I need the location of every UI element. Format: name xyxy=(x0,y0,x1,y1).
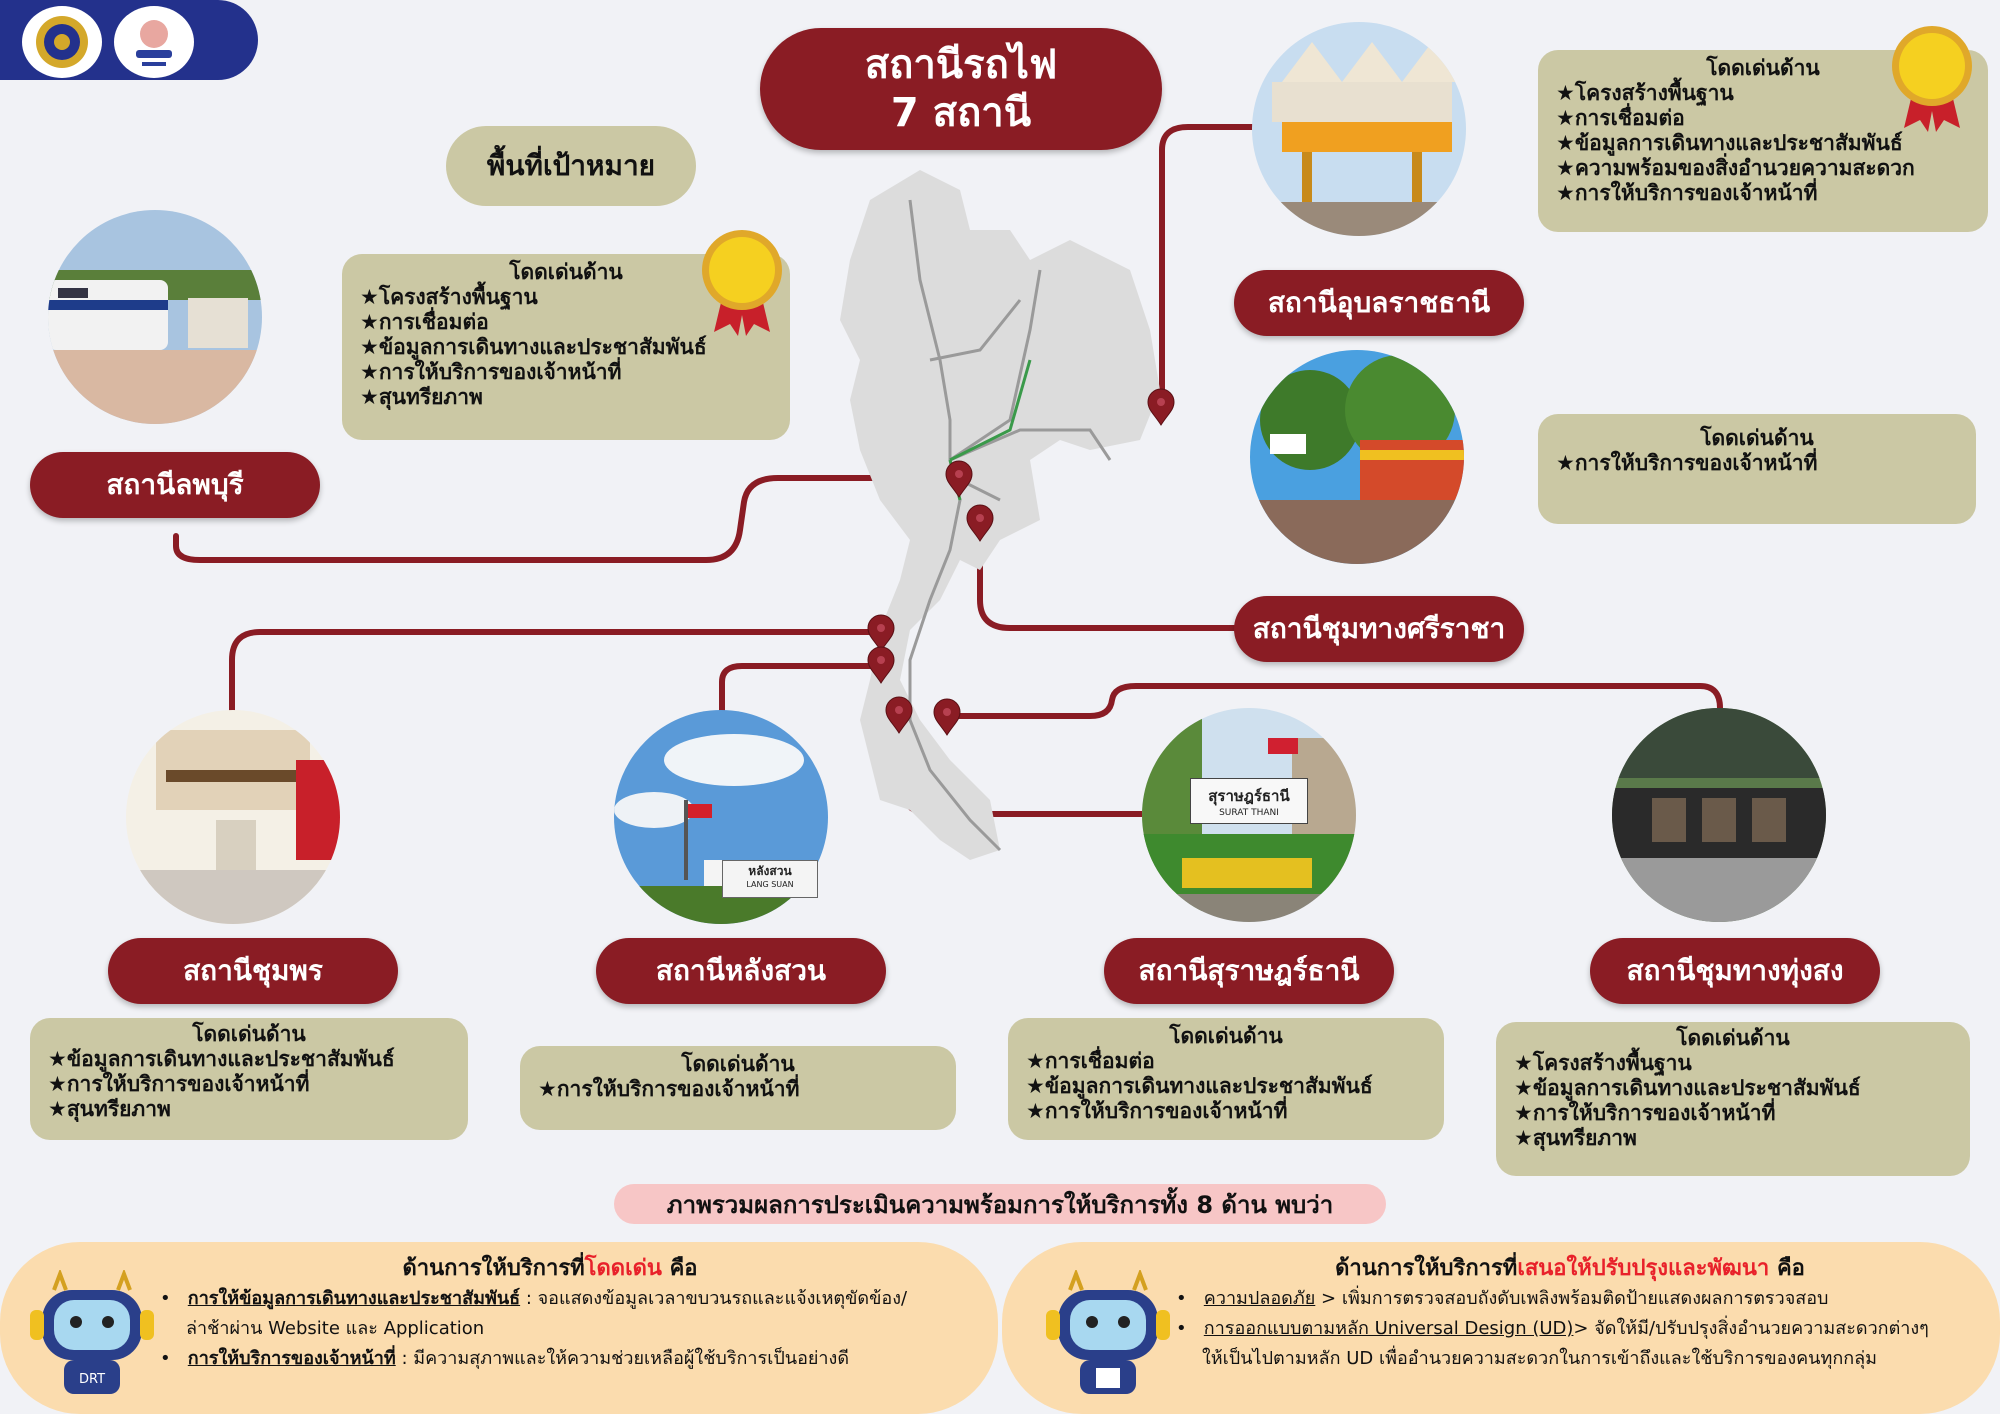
station-label-chumphon: สถานีชุมพร xyxy=(108,938,398,1004)
lopburi-station-photo xyxy=(48,210,262,424)
strengths-title: ด้านการให้บริการที่โดดเด่น คือ xyxy=(200,1250,900,1285)
highlight-heading: โดดเด่นด้าน xyxy=(1169,1024,1283,1048)
map-pin-lopburi xyxy=(945,460,973,498)
page-title: สถานีรถไฟ 7 สถานี xyxy=(760,28,1162,150)
highlight-item: ★การเชื่อมต่อ xyxy=(1026,1049,1155,1073)
highlight-item: ★ข้อมูลการเดินทางและประชาสัมพันธ์ xyxy=(48,1047,395,1071)
sriracha-station-photo xyxy=(1250,350,1464,564)
station-label-surat: สถานีสุราษฎร์ธานี xyxy=(1104,938,1394,1004)
list-item: ล่าช้าผ่าน Website และ Application xyxy=(160,1314,980,1344)
improvements-title-post: คือ xyxy=(1769,1256,1805,1281)
improvement-2-text: > จัดให้มี/ปรับปรุงสิ่งอำนวยความสะดวกต่า… xyxy=(1573,1318,1929,1339)
improvements-title-pre: ด้านการให้บริการที่ xyxy=(1335,1256,1518,1281)
agency-logo xyxy=(22,6,102,78)
strength-1-text: : จอแสดงข้อมูลเวลาขบวนรถและแจ้งเหตุขัดข้… xyxy=(520,1288,908,1309)
list-item: ให้เป็นไปตามหลัก UD เพื่ออำนวยความสะดวกใ… xyxy=(1176,1344,1996,1374)
highlight-item: ★ข้อมูลการเดินทางและประชาสัมพันธ์ xyxy=(1514,1076,1861,1100)
highlight-item: ★การให้บริการของเจ้าหน้าที่ xyxy=(1556,451,1818,475)
map-pin-surat xyxy=(885,696,913,734)
highlight-item: ★การเชื่อมต่อ xyxy=(360,310,489,334)
list-item: • การให้ข้อมูลการเดินทางและประชาสัมพันธ์… xyxy=(160,1288,908,1309)
strengths-list: • การให้ข้อมูลการเดินทางและประชาสัมพันธ์… xyxy=(160,1284,980,1374)
highlight-item: ★ความพร้อมของสิ่งอำนวยความสะดวก xyxy=(1556,156,1915,180)
station-label-lopburi: สถานีลพบุรี xyxy=(30,452,320,518)
thailand-map xyxy=(840,170,1160,860)
strength-1-topic: การให้ข้อมูลการเดินทางและประชาสัมพันธ์ xyxy=(187,1288,521,1309)
page-title-line1: สถานีรถไฟ xyxy=(864,42,1058,88)
improvement-2-topic: การออกแบบตามหลัก Universal Design (UD) xyxy=(1203,1318,1574,1339)
highlight-item: ★โครงสร้างพื้นฐาน xyxy=(1556,81,1734,105)
mascot-badge-text: DRT xyxy=(79,1372,105,1387)
improvement-2-text2: ให้เป็นไปตามหลัก UD เพื่ออำนวยความสะดวกใ… xyxy=(1202,1348,1878,1369)
map-pin-chumphon xyxy=(867,614,895,652)
highlight-heading: โดดเด่นด้าน xyxy=(1700,426,1814,450)
station-label-sriracha: สถานีชุมทางศรีราชา xyxy=(1234,596,1524,662)
highlight-item: ★การให้บริการของเจ้าหน้าที่ xyxy=(1514,1101,1776,1125)
highlight-item: ★สุนทรียภาพ xyxy=(1514,1126,1637,1150)
improvements-list: • ความปลอดภัย > เพิ่มการตรวจสอบถังดับเพล… xyxy=(1176,1284,1996,1374)
strengths-title-pre: ด้านการให้บริการที่ xyxy=(402,1256,585,1281)
surat-sign: สุราษฎร์ธานี SURAT THANI xyxy=(1190,778,1308,824)
lang-suan-sign-th: หลังสวน xyxy=(748,864,792,878)
anniversary-logo xyxy=(114,6,194,78)
highlight-item: ★โครงสร้างพื้นฐาน xyxy=(360,285,538,309)
strengths-title-post: คือ xyxy=(661,1256,698,1281)
mascot-icon: DRT xyxy=(30,1270,154,1394)
chumphon-highlight-box: โดดเด่นด้าน ★ข้อมูลการเดินทางและประชาสัม… xyxy=(30,1018,468,1140)
improvements-title-highlight: เสนอให้ปรับปรุงและพัฒนา xyxy=(1517,1256,1770,1281)
map-pin-lang-suan xyxy=(867,646,895,684)
surat-sign-en: SURAT THANI xyxy=(1219,808,1279,818)
thung-song-station-photo xyxy=(1612,708,1826,922)
highlight-item: ★การเชื่อมต่อ xyxy=(1556,106,1685,130)
list-item: • ความปลอดภัย > เพิ่มการตรวจสอบถังดับเพล… xyxy=(1176,1288,1829,1309)
award-medal-icon xyxy=(1892,26,1972,132)
highlight-heading: โดดเด่นด้าน xyxy=(1676,1026,1790,1050)
highlight-heading: โดดเด่นด้าน xyxy=(192,1022,306,1046)
surat-sign-th: สุราษฎร์ธานี xyxy=(1208,787,1290,805)
highlight-item: ★โครงสร้างพื้นฐาน xyxy=(1514,1051,1692,1075)
thung-song-highlight-box: โดดเด่นด้าน ★โครงสร้างพื้นฐาน ★ข้อมูลการ… xyxy=(1496,1022,1970,1176)
map-pin-ubon xyxy=(1147,388,1175,426)
list-item: • การให้บริการของเจ้าหน้าที่ : มีความสุภ… xyxy=(160,1348,850,1369)
surat-highlight-box: โดดเด่นด้าน ★การเชื่อมต่อ ★ข้อมูลการเดิน… xyxy=(1008,1018,1444,1140)
highlight-item: ★การให้บริการของเจ้าหน้าที่ xyxy=(538,1077,800,1101)
ubon-station-photo xyxy=(1252,22,1466,236)
highlight-item: ★การให้บริการของเจ้าหน้าที่ xyxy=(1556,181,1818,205)
page-title-line2: 7 สถานี xyxy=(890,90,1032,136)
highlight-item: ★ข้อมูลการเดินทางและประชาสัมพันธ์ xyxy=(1556,131,1903,155)
highlight-heading: โดดเด่นด้าน xyxy=(681,1052,795,1076)
highlight-item: ★สุนทรียภาพ xyxy=(360,385,483,409)
map-pin-sriracha xyxy=(966,504,994,542)
lang-suan-highlight-box: โดดเด่นด้าน ★การให้บริการของเจ้าหน้าที่ xyxy=(520,1046,956,1130)
award-medal-icon xyxy=(702,230,782,336)
sriracha-highlight-box: โดดเด่นด้าน ★การให้บริการของเจ้าหน้าที่ xyxy=(1538,414,1976,524)
highlight-item: ★การให้บริการของเจ้าหน้าที่ xyxy=(48,1072,310,1096)
highlight-item: ★การให้บริการของเจ้าหน้าที่ xyxy=(360,360,622,384)
highlight-item: ★ข้อมูลการเดินทางและประชาสัมพันธ์ xyxy=(1026,1074,1373,1098)
improvement-1-text: > เพิ่มการตรวจสอบถังดับเพลิงพร้อมติดป้าย… xyxy=(1315,1288,1829,1309)
lang-suan-sign: หลังสวน LANG SUAN xyxy=(722,860,818,898)
strength-2-text: : มีความสุภาพและให้ความช่วยเหลือผู้ใช้บร… xyxy=(395,1348,850,1369)
highlight-item: ★ข้อมูลการเดินทางและประชาสัมพันธ์ xyxy=(360,335,707,359)
station-label-lang-suan: สถานีหลังสวน xyxy=(596,938,886,1004)
station-label-thung-song: สถานีชุมทางทุ่งสง xyxy=(1590,938,1880,1004)
station-label-ubon: สถานีอุบลราชธานี xyxy=(1234,270,1524,336)
strengths-title-highlight: โดดเด่น xyxy=(584,1256,662,1281)
highlight-item: ★การให้บริการของเจ้าหน้าที่ xyxy=(1026,1099,1288,1123)
mascot-icon xyxy=(1046,1270,1170,1394)
highlight-heading: โดดเด่นด้าน xyxy=(1706,56,1820,80)
list-item: • การออกแบบตามหลัก Universal Design (UD)… xyxy=(1176,1318,1929,1339)
strength-2-topic: การให้บริการของเจ้าหน้าที่ xyxy=(187,1348,396,1369)
chumphon-station-photo xyxy=(126,710,340,924)
highlight-item: ★สุนทรียภาพ xyxy=(48,1097,171,1121)
target-area-label: พื้นที่เป้าหมาย xyxy=(446,126,696,206)
strengths-panel xyxy=(0,1242,998,1414)
strength-1-text2: ล่าช้าผ่าน Website และ Application xyxy=(186,1318,485,1339)
summary-banner: ภาพรวมผลการประเมินความพร้อมการให้บริการท… xyxy=(614,1184,1386,1224)
improvements-title: ด้านการให้บริการที่เสนอให้ปรับปรุงและพัฒ… xyxy=(1220,1250,1920,1285)
highlight-heading: โดดเด่นด้าน xyxy=(509,260,623,284)
map-pin-thung-song xyxy=(933,698,961,736)
lang-suan-sign-en: LANG SUAN xyxy=(746,880,794,889)
improvement-1-topic: ความปลอดภัย xyxy=(1203,1288,1316,1309)
